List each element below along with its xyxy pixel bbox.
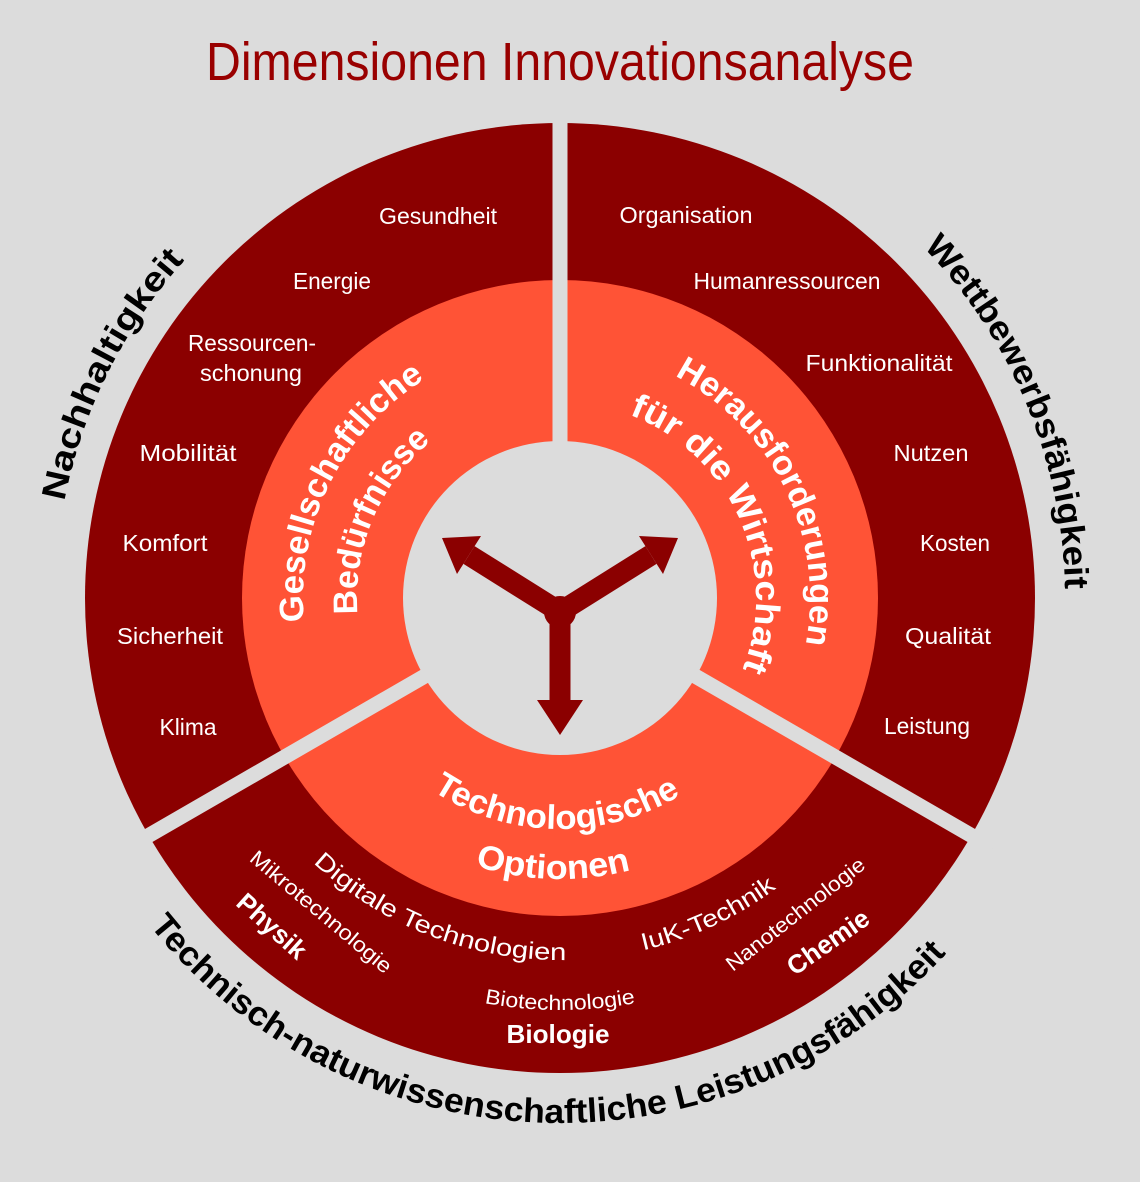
list-item: Qualität xyxy=(905,623,992,649)
list-item: Leistung xyxy=(884,713,970,739)
segment-divider-lower-left xyxy=(123,591,564,855)
list-item: schonung xyxy=(200,360,302,386)
list-item: Kosten xyxy=(920,530,990,556)
list-item: Nutzen xyxy=(894,440,969,466)
segment-divider-lower-right xyxy=(556,591,997,855)
segment-right-items: Organisation Humanressourcen Funktionali… xyxy=(620,202,992,739)
list-item: Sicherheit xyxy=(117,623,224,649)
list-item: Energie xyxy=(293,268,371,294)
wheel xyxy=(85,100,1035,1073)
page-title: Dimensionen Innovationsanalyse xyxy=(206,32,914,92)
three-way-arrows-icon xyxy=(442,536,678,735)
list-item: Gesundheit xyxy=(379,203,498,229)
list-item: Komfort xyxy=(123,530,209,556)
list-item: Humanressourcen xyxy=(694,268,881,294)
list-item: Ressourcen- xyxy=(188,330,316,356)
list-item: Klima xyxy=(160,714,217,740)
science-item: Biologie xyxy=(507,1019,610,1049)
list-item: Funktionalität xyxy=(806,350,954,376)
list-item: Mobilität xyxy=(140,440,238,466)
list-item: Organisation xyxy=(620,202,753,228)
segment-left-items: Gesundheit Energie Ressourcen- schonung … xyxy=(117,203,498,740)
